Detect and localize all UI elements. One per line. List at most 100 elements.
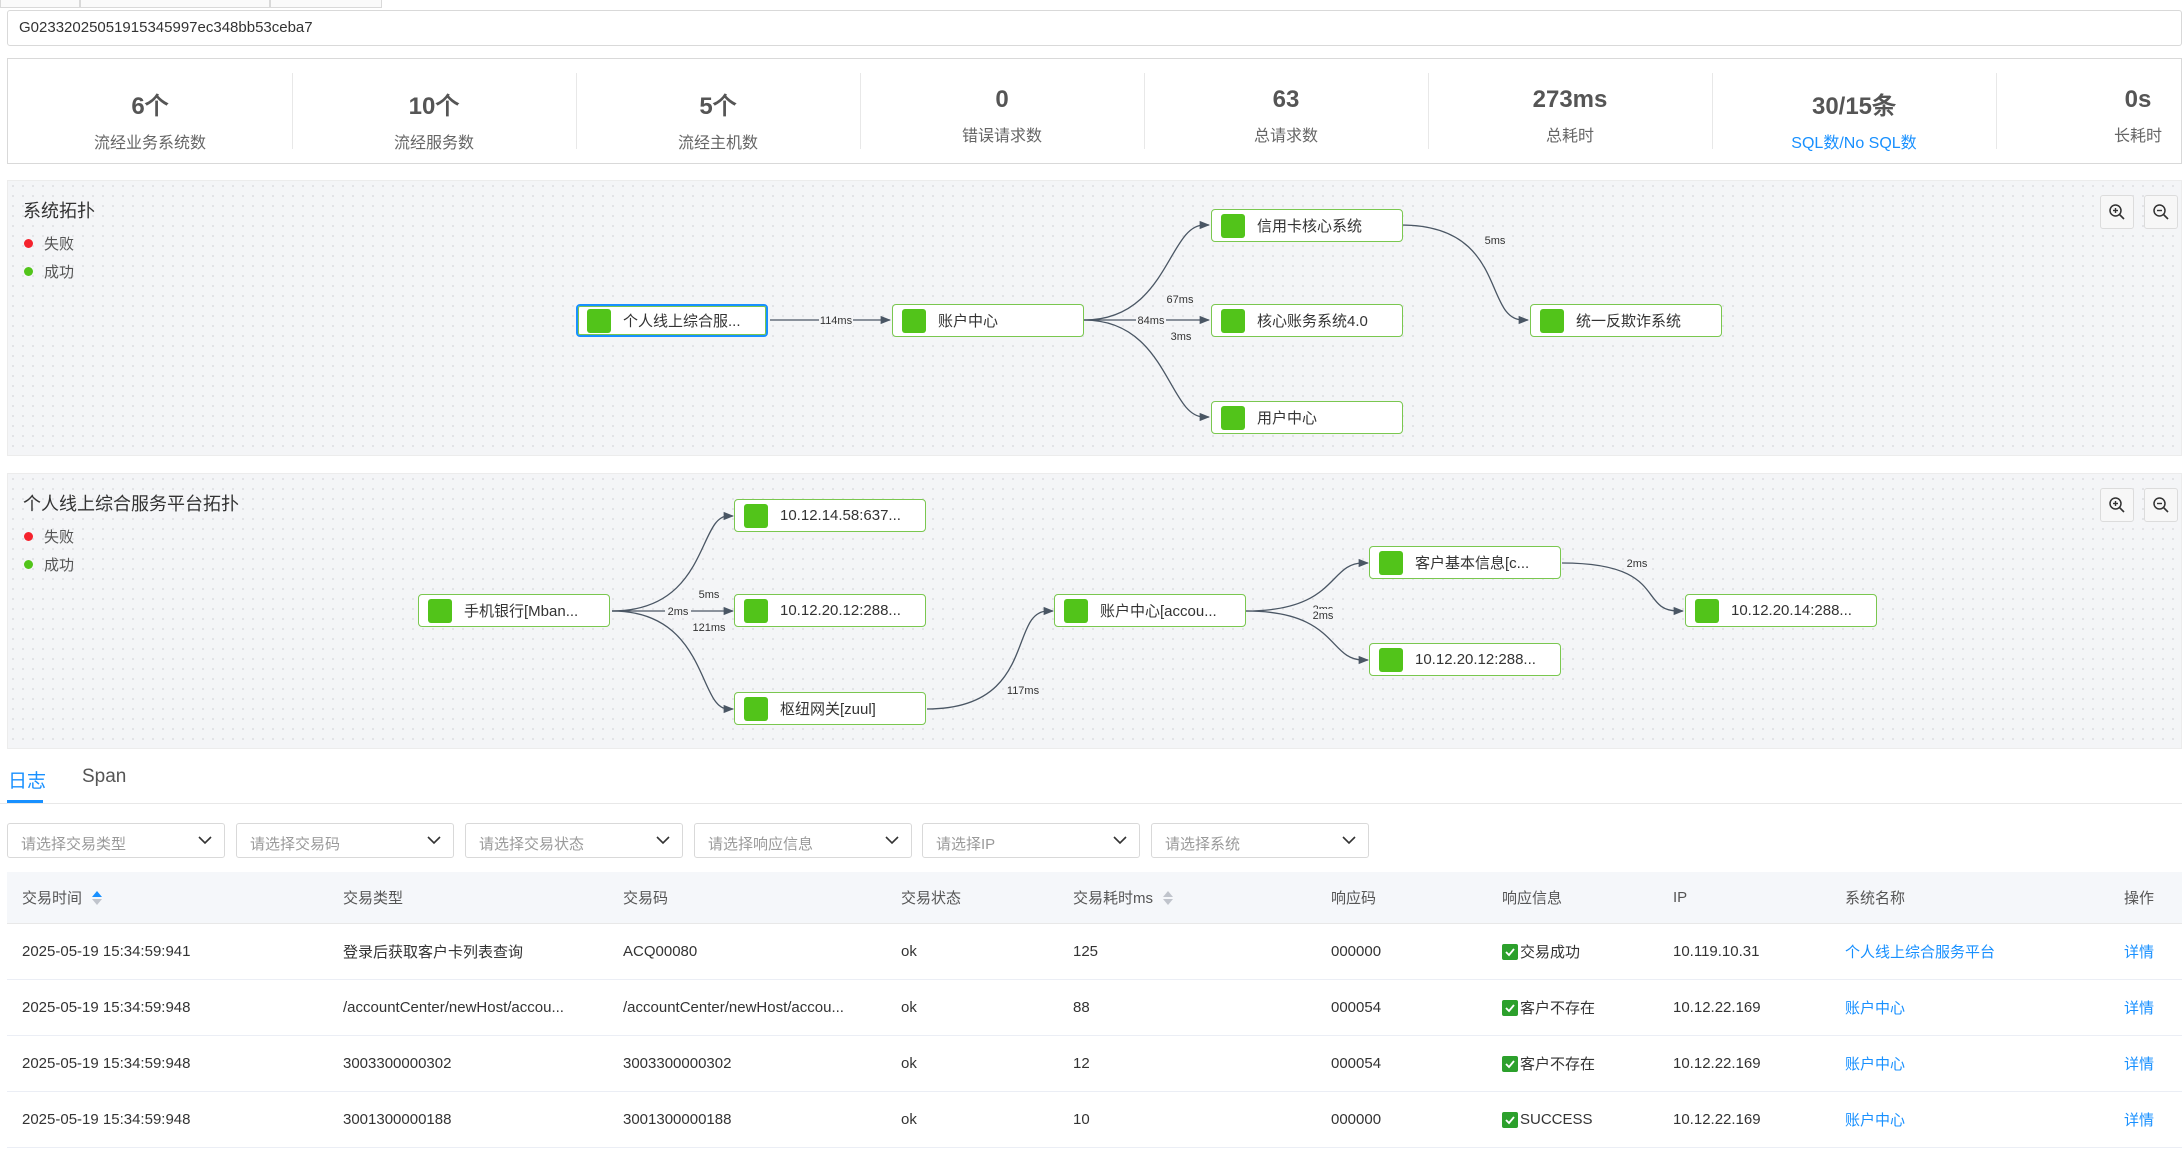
resp-msg-text: 客户不存在 xyxy=(1520,1000,1596,1017)
detail-link[interactable]: 详情 xyxy=(2124,1056,2155,1073)
resp-msg-text: SUCCESS xyxy=(1520,1111,1593,1128)
edge-p5-p6 xyxy=(1245,558,1370,612)
filter-placeholder: 请选择系统 xyxy=(1165,836,1241,853)
topology-node-p7[interactable]: 10.12.20.12:288... xyxy=(1369,643,1561,676)
cell-status: ok xyxy=(901,1055,917,1072)
fail-dot-icon xyxy=(24,239,33,248)
topology-node-n6[interactable]: 统一反欺诈系统 xyxy=(1530,304,1722,337)
topology-node-n4[interactable]: 核心账务系统4.0 xyxy=(1211,304,1403,337)
topology-node-p2[interactable]: 10.12.14.58:637... xyxy=(734,499,926,532)
edge-n2-n3 xyxy=(1083,220,1211,321)
edge-label: 117ms xyxy=(1007,685,1040,697)
stat-label: 错误请求数 xyxy=(961,128,1042,145)
filter-response-message[interactable]: 请选择响应信息 xyxy=(694,823,912,858)
platform-topology-panel: 5ms 2ms 121ms 117ms 2ms 2ms 2ms 个人线上综合服务… xyxy=(7,473,2182,749)
node-label: 账户中心 xyxy=(938,313,999,330)
top-tab-fragment[interactable] xyxy=(270,0,382,8)
zoom-in-button[interactable] xyxy=(2100,488,2134,522)
resp-msg-text: 客户不存在 xyxy=(1520,1056,1596,1073)
stat-services: 10个 流经服务数 xyxy=(292,73,576,152)
stat-sql[interactable]: 30/15条 SQL数/No SQL数 xyxy=(1712,73,1996,152)
filter-placeholder: 请选择交易类型 xyxy=(21,836,127,853)
filter-transaction-type[interactable]: 请选择交易类型 xyxy=(7,823,225,858)
divider xyxy=(860,73,861,149)
tab-span[interactable]: Span xyxy=(82,766,127,787)
topology-node-p5[interactable]: 账户中心[accou... xyxy=(1054,594,1246,627)
topology-node-p3[interactable]: 10.12.20.12:288... xyxy=(734,594,926,627)
check-icon xyxy=(1502,1055,1518,1072)
system-name-link[interactable]: 个人线上综合服务平台 xyxy=(1845,944,1996,961)
cell-resp-code: 000000 xyxy=(1331,943,1382,960)
cell-status: ok xyxy=(901,943,917,960)
cell-resp-msg: SUCCESS xyxy=(1502,1092,1593,1147)
topology-node-n1[interactable]: 个人线上综合服... xyxy=(576,304,768,337)
topology-node-n5[interactable]: 用户中心 xyxy=(1211,401,1403,434)
divider xyxy=(1428,73,1429,149)
column-header-system: 系统名称 xyxy=(1845,890,1906,907)
topology-node-n3[interactable]: 信用卡核心系统 xyxy=(1211,209,1403,242)
sort-icon[interactable] xyxy=(1163,890,1173,906)
cell-time: 2025-05-19 15:34:59:948 xyxy=(22,1111,191,1128)
detail-link[interactable]: 详情 xyxy=(2124,1000,2155,1017)
system-name-link[interactable]: 账户中心 xyxy=(1845,1056,1906,1073)
stat-value: 30/15条 xyxy=(1811,93,1897,120)
topology-node-n2[interactable]: 账户中心 xyxy=(892,304,1084,337)
stat-value: 10个 xyxy=(408,93,460,120)
detail-link[interactable]: 详情 xyxy=(2124,944,2155,961)
edge-label: 84ms xyxy=(1138,315,1165,327)
edge-p4-p5 xyxy=(926,606,1055,710)
status-success-icon xyxy=(1221,405,1245,430)
stat-errors: 0 错误请求数 xyxy=(860,73,1144,149)
cell-type: 3003300000302 xyxy=(343,1055,452,1072)
stat-total-time: 273ms 总耗时 xyxy=(1428,73,1712,149)
cell-status: ok xyxy=(901,999,917,1016)
legend-label: 失败 xyxy=(44,236,75,253)
system-topology-edges: 114ms 67ms 84ms 3ms 5ms xyxy=(770,220,1530,422)
sql-count-link[interactable]: SQL数/No SQL数 xyxy=(1791,135,1917,152)
stat-label: 流经服务数 xyxy=(393,135,474,152)
zoom-out-button[interactable] xyxy=(2144,195,2178,229)
status-success-icon xyxy=(744,598,768,623)
stat-label: 总请求数 xyxy=(1253,128,1318,145)
filter-placeholder: 请选择交易状态 xyxy=(479,836,585,853)
column-label: 交易耗时ms xyxy=(1073,890,1153,907)
trace-id-field[interactable]: G02332025051915345997ec348bb53ceba7 xyxy=(7,10,2182,46)
filter-transaction-status[interactable]: 请选择交易状态 xyxy=(465,823,683,858)
sort-icon[interactable] xyxy=(92,890,103,906)
detail-link[interactable]: 详情 xyxy=(2124,1112,2155,1129)
zoom-out-icon xyxy=(2153,497,2169,513)
status-success-icon xyxy=(1379,647,1403,672)
top-tab-fragment[interactable] xyxy=(80,0,270,8)
tab-active-indicator xyxy=(7,800,43,803)
topology-node-p1[interactable]: 手机银行[Mban... xyxy=(418,594,610,627)
top-tab-fragment[interactable] xyxy=(0,0,80,8)
system-name-link[interactable]: 账户中心 xyxy=(1845,1000,1906,1017)
filter-ip[interactable]: 请选择IP xyxy=(922,823,1140,858)
tab-log[interactable]: 日志 xyxy=(8,771,47,792)
topology-node-p8[interactable]: 10.12.20.14:288... xyxy=(1685,594,1877,627)
system-name-link[interactable]: 账户中心 xyxy=(1845,1112,1906,1129)
node-label: 用户中心 xyxy=(1257,410,1318,427)
filter-transaction-code[interactable]: 请选择交易码 xyxy=(236,823,454,858)
zoom-out-icon xyxy=(2153,204,2169,220)
chevron-down-icon xyxy=(427,836,441,845)
legend-label: 失败 xyxy=(44,529,75,546)
node-label: 枢纽网关[zuul] xyxy=(780,701,876,718)
zoom-out-button[interactable] xyxy=(2144,488,2178,522)
divider xyxy=(1712,73,1713,149)
edge-label: 67ms xyxy=(1167,294,1194,306)
column-header-cost[interactable]: 交易耗时ms xyxy=(1073,872,1173,923)
stat-value: 0s xyxy=(2124,86,2152,113)
topology-node-p6[interactable]: 客户基本信息[c... xyxy=(1369,546,1561,579)
filter-system[interactable]: 请选择系统 xyxy=(1151,823,1369,858)
zoom-in-button[interactable] xyxy=(2100,195,2134,229)
edge-label: 121ms xyxy=(692,622,726,634)
cell-ip: 10.12.22.169 xyxy=(1673,1055,1761,1072)
cell-cost: 10 xyxy=(1073,1111,1090,1128)
topology-node-p4[interactable]: 枢纽网关[zuul] xyxy=(734,692,926,725)
stat-value: 5个 xyxy=(699,93,737,120)
column-header-time[interactable]: 交易时间 xyxy=(22,872,103,923)
edge-label: 5ms xyxy=(699,589,720,601)
column-header-resp-code: 响应码 xyxy=(1331,890,1377,907)
platform-topology-edges: 5ms 2ms 121ms 117ms 2ms 2ms 2ms xyxy=(611,511,1685,714)
